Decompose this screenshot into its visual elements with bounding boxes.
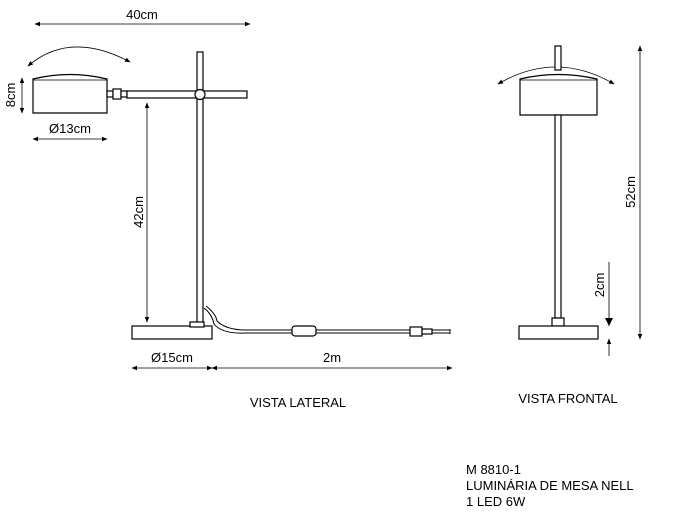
inline-switch xyxy=(291,325,317,337)
lamp-head xyxy=(32,73,128,114)
lamp-base xyxy=(131,325,213,340)
side-view-title: VISTA LATERAL xyxy=(250,395,346,410)
stem-joint xyxy=(194,88,206,101)
head-height-label: 8cm xyxy=(3,83,18,108)
front-lamp-head xyxy=(519,73,598,116)
lamp-arm xyxy=(126,90,248,99)
product-info: M 8810-1 LUMINÁRIA DE MESA NELL 1 LED 6W xyxy=(466,462,634,510)
side-view: 40cm 8cm Ø13cm 42cm xyxy=(3,7,453,410)
power-cable xyxy=(203,307,292,334)
power-plug xyxy=(409,326,451,337)
head-diameter-label: Ø13cm xyxy=(49,121,91,136)
front-stem xyxy=(554,114,562,319)
stem-collar xyxy=(189,321,205,328)
product-name: LUMINÁRIA DE MESA NELL xyxy=(466,478,634,493)
front-lamp-base xyxy=(518,325,599,340)
front-view: 52cm 2cm VISTA FRONTAL xyxy=(497,45,643,406)
front-stem-collar xyxy=(551,317,565,327)
base-diameter-label: Ø15cm xyxy=(151,350,193,365)
stem-height-label: 42cm xyxy=(131,196,146,228)
total-height-label: 52cm xyxy=(623,176,638,208)
arm-width-label: 40cm xyxy=(126,7,158,22)
front-stem-top xyxy=(554,45,562,71)
head-rotation-arc xyxy=(27,46,131,67)
base-height-label: 2cm xyxy=(592,273,607,298)
product-model: M 8810-1 xyxy=(466,462,521,477)
power-cable-outline xyxy=(205,305,292,331)
product-spec: 1 LED 6W xyxy=(466,494,526,509)
cable-length-label: 2m xyxy=(323,350,341,365)
front-view-title: VISTA FRONTAL xyxy=(518,391,617,406)
